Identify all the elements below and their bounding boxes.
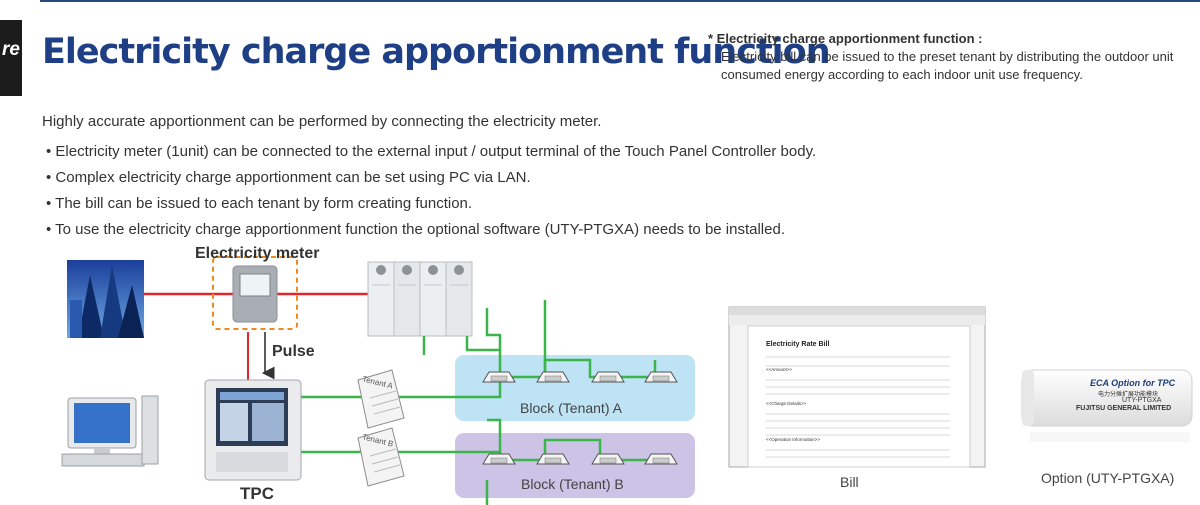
footnote-heading: * Electricity charge apportionment funct…	[708, 31, 983, 46]
bill-doc-title: Electricity Rate Bill	[766, 341, 830, 348]
option-caption: Option (UTY-PTGXA)	[1041, 470, 1175, 486]
tpc-controller-icon	[204, 379, 302, 481]
bill-window-screenshot	[728, 306, 986, 468]
electricity-meter-label: Electricity meter	[195, 245, 320, 262]
feature-list: Electricity meter (1unit) can be connect…	[46, 139, 816, 243]
tenant-a-document-icon	[357, 369, 405, 429]
outdoor-unit-icon	[367, 261, 473, 337]
list-item: Complex electricity charge apportionment…	[46, 165, 816, 191]
usb-label-line4: FUJITSU GENERAL LIMITED	[1076, 405, 1172, 412]
footnote-body: Electricity bill can be issued to the pr…	[721, 49, 1174, 82]
tpc-label: TPC	[240, 484, 274, 503]
list-item: The bill can be issued to each tenant by…	[46, 191, 816, 217]
block-b-label: Block (Tenant) B	[521, 476, 624, 492]
page-title: Electricity charge apportionment functio…	[42, 32, 831, 72]
intro-text: Highly accurate apportionment can be per…	[42, 113, 602, 130]
tenant-b-document-icon	[357, 427, 405, 487]
list-item: To use the electricity charge apportionm…	[46, 217, 816, 243]
footnote: * Electricity charge apportionment funct…	[708, 30, 1188, 84]
list-item: Electricity meter (1unit) can be connect…	[46, 139, 816, 165]
block-b-area	[455, 433, 695, 498]
bill-caption: Bill	[840, 474, 859, 490]
meter-highlight-box	[212, 256, 298, 330]
usb-label-line1: ECA Option for TPC	[1090, 378, 1176, 388]
section-side-tab: re	[0, 20, 22, 96]
usb-label-line2: 电力分摊扩展功能模块	[1098, 392, 1159, 398]
block-a-area	[455, 355, 695, 421]
indoor-units-block-a	[482, 371, 678, 383]
bill-doc-operation-section: <<Operation Information>>	[766, 437, 821, 442]
building-icon	[67, 260, 144, 338]
bill-doc-charge-section: <<Charge Details>>	[766, 401, 807, 406]
electricity-meter-icon	[232, 265, 278, 323]
usb-label-line3: UTY-PTGXA	[1122, 397, 1162, 404]
usb-option-icon	[1021, 369, 1193, 442]
indoor-units-block-b	[482, 453, 678, 465]
bill-doc-amount-section: <<Amount>>	[766, 367, 793, 372]
pulse-label: Pulse	[272, 343, 315, 360]
block-a-label: Block (Tenant) A	[520, 400, 622, 416]
header-rule	[40, 0, 1200, 2]
pc-icon	[61, 395, 159, 467]
